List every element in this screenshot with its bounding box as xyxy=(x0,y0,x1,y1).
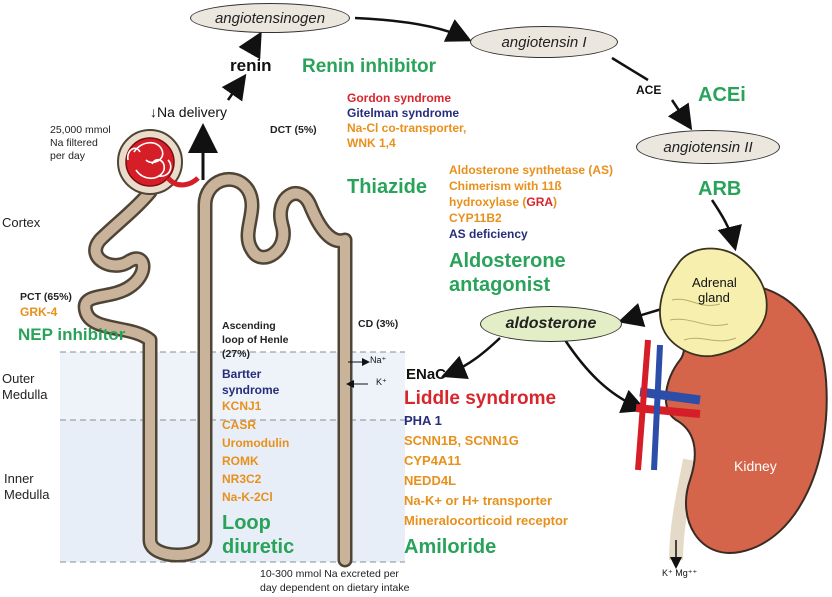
inner-medulla-line1: Inner xyxy=(4,471,34,486)
aldosterone-antagonist-line1: Aldosterone xyxy=(449,250,566,272)
aorta xyxy=(635,339,651,471)
inner-medulla-line2: Medulla xyxy=(4,487,50,502)
thiazide-label: Thiazide xyxy=(347,176,428,198)
cd-gene-scnn1: SCNN1B, SCNN1G xyxy=(404,433,519,448)
cd-gene-nak-transporter: Na-K+ or H+ transporter xyxy=(404,493,553,508)
bartter-line1: Bartter xyxy=(222,367,262,381)
pha1-label: PHA 1 xyxy=(404,413,442,428)
as-deficiency-label: AS deficiency xyxy=(449,227,528,241)
cyp11b2-label: CYP11B2 xyxy=(449,211,502,225)
grk4-label: GRK-4 xyxy=(20,305,58,319)
kidney-label: Kidney xyxy=(734,458,777,474)
ang2-to-adrenal-arrow xyxy=(710,199,742,252)
chimerism-label: Chimerism with 11ß xyxy=(449,179,562,193)
bartter-line2: syndrome xyxy=(222,383,280,397)
loop-diuretic-line1: Loop xyxy=(222,512,271,534)
filtered-line3: per day xyxy=(50,150,86,162)
loop-gene-romk: ROMK xyxy=(222,454,259,468)
outer-medulla-line2: Medulla xyxy=(2,387,48,402)
nep-inhibitor-label: NEP inhibitor xyxy=(18,325,126,344)
angiotensinogen-node: angiotensinogen xyxy=(190,3,350,33)
nacl-cotransporter-line2: WNK 1,4 xyxy=(347,136,396,150)
adrenal-to-aldosterone-arrow xyxy=(617,302,666,327)
ang1-to-ace-arrow xyxy=(611,56,649,82)
liddle-syndrome-label: Liddle syndrome xyxy=(404,388,557,409)
afferent-arteriole xyxy=(166,176,200,188)
ascending-line2: loop of Henle xyxy=(222,334,289,346)
ace-to-ang2-arrow xyxy=(667,99,693,131)
aldo-synthetase-label: Aldosterone synthetase (AS) xyxy=(449,163,614,177)
gitelman-syndrome-label: Gitelman syndrome xyxy=(347,106,460,120)
tubule-outline xyxy=(77,171,353,568)
renin-inhibitor-label: Renin inhibitor xyxy=(302,56,437,77)
excreted-line1: 10-300 mmol Na excreted per xyxy=(260,568,399,580)
angiotensin-i-label: angiotensin I xyxy=(501,33,587,51)
adrenal-line1: Adrenal xyxy=(692,275,737,290)
loop-gene-uromodulin: Uromodulin xyxy=(222,436,290,450)
amiloride-label: Amiloride xyxy=(404,536,497,558)
ascending-line1: Ascending xyxy=(222,320,276,332)
gra-text: GRA xyxy=(526,195,554,209)
angiotensin-ii-label: angiotensin II xyxy=(663,138,753,156)
to-renin-arrow xyxy=(221,73,247,102)
loop-diuretic-line2: diuretic xyxy=(222,536,295,558)
ascending-line3: (27%) xyxy=(222,348,251,360)
loop-gene-casr: CASR xyxy=(222,418,257,432)
nacl-cotransporter-line1: Na-Cl co-transporter, xyxy=(347,121,467,135)
glomerulus-capillaries xyxy=(126,141,172,180)
aldosterone-to-kidney-arrow xyxy=(563,339,647,413)
adrenal-gland-shape xyxy=(659,247,768,357)
vena-cava xyxy=(651,344,663,471)
filtered-line2: Na filtered xyxy=(50,137,98,149)
gordon-syndrome-label: Gordon syndrome xyxy=(347,91,452,105)
renal-artery xyxy=(635,404,701,418)
angiotensin-ii-node: angiotensin II xyxy=(636,130,780,164)
hydroxylase-text: hydroxylase ( xyxy=(449,195,527,209)
renal-vein xyxy=(639,387,701,405)
loop-gene-kcnj1: KCNJ1 xyxy=(222,399,262,413)
outer-medulla-line1: Outer xyxy=(2,371,35,386)
dct-label: DCT (5%) xyxy=(270,124,317,136)
loop-gene-nak2cl: Na-K-2Cl xyxy=(222,490,273,504)
adrenal-lobules xyxy=(669,298,737,342)
cd-gene-nedd4l: NEDD4L xyxy=(404,473,457,488)
aldosterone-antagonist-line2: antagonist xyxy=(449,274,551,296)
tubule-fill xyxy=(80,174,350,565)
ace-label: ACE xyxy=(636,83,662,97)
cortex-label: Cortex xyxy=(2,215,41,230)
na-delivery-label: ↓Na delivery xyxy=(150,104,228,120)
enac-label: ENaC xyxy=(406,366,447,383)
hydroxylase-close: ) xyxy=(553,195,558,209)
na-plus-label: Na⁺ xyxy=(370,355,387,365)
arb-label: ARB xyxy=(698,178,742,200)
angiotensinogen-to-ang1-arrow xyxy=(354,16,472,42)
k-plus-label: K⁺ xyxy=(376,377,387,387)
adrenal-line2: gland xyxy=(698,290,730,305)
angiotensinogen-label: angiotensinogen xyxy=(214,9,326,27)
cd-gene-mineralocorticoid: Mineralocorticoid receptor xyxy=(404,513,568,528)
aldosterone-node: aldosterone xyxy=(480,306,622,342)
pct-label: PCT (65%) xyxy=(20,291,72,303)
hydroxylase-line: hydroxylase (GRA) xyxy=(449,195,558,210)
excreted-line2: day dependent on dietary intake xyxy=(260,582,410,594)
cd-label: CD (3%) xyxy=(358,318,399,330)
renin-label: renin xyxy=(230,56,272,75)
cd-gene-cyp4a11: CYP4A11 xyxy=(404,453,462,468)
filtered-line1: 25,000 mmol xyxy=(50,124,111,136)
k-mg-label: K⁺ Mg⁺⁺ xyxy=(662,568,698,578)
renin-to-angiotensinogen-arrow xyxy=(238,31,262,60)
aldosterone-to-enac-arrow xyxy=(441,337,501,379)
loop-gene-nr3c2: NR3C2 xyxy=(222,472,262,486)
aldosterone-label: aldosterone xyxy=(505,315,597,332)
acei-label: ACEi xyxy=(698,84,746,106)
angiotensin-i-node: angiotensin I xyxy=(470,26,618,58)
